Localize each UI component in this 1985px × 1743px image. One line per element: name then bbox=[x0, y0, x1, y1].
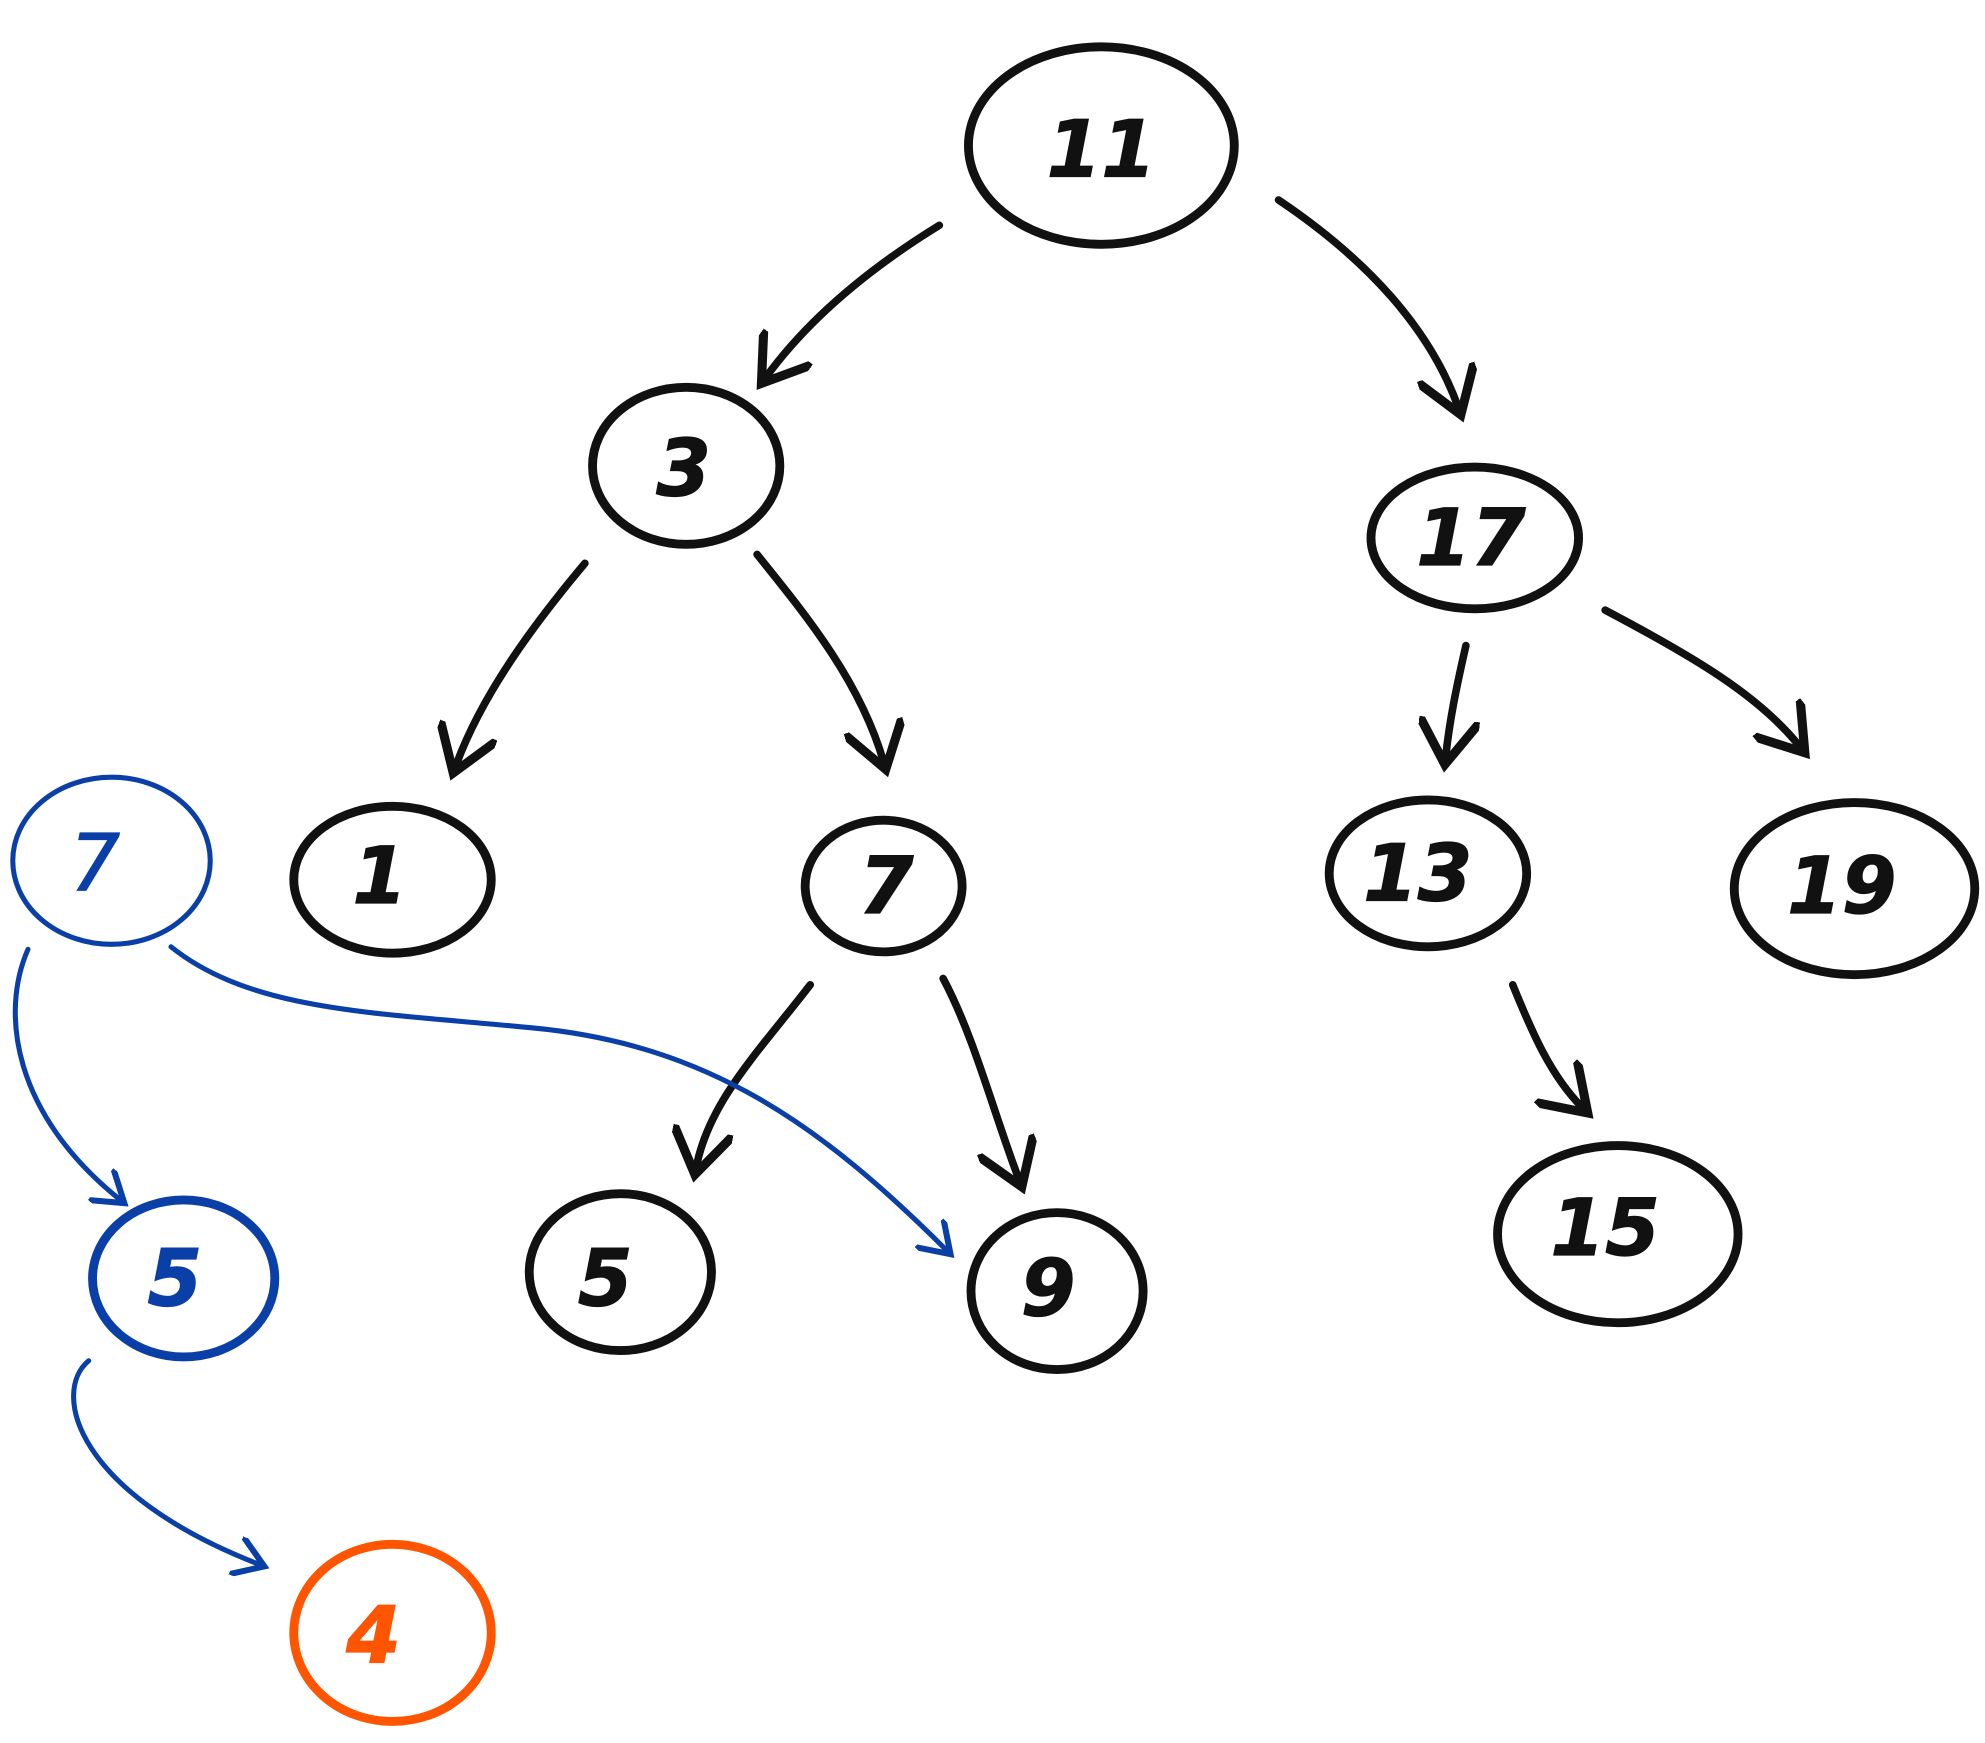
node-17: 17 bbox=[1366, 462, 1583, 614]
node-11: 11 bbox=[964, 42, 1239, 249]
node-1: 1 bbox=[289, 801, 496, 958]
edge-3-1 bbox=[456, 559, 589, 766]
edge-7-5 bbox=[696, 980, 815, 1167]
node-blue-5: 5 bbox=[88, 1195, 280, 1362]
node-label: 15 bbox=[1551, 1182, 1660, 1274]
node-label: 3 bbox=[656, 422, 711, 514]
node-new-4: 4 bbox=[289, 1539, 496, 1726]
edge-11-3 bbox=[766, 221, 944, 377]
node-label: 17 bbox=[1416, 492, 1526, 584]
node-label: 11 bbox=[1047, 103, 1156, 195]
node-15: 15 bbox=[1493, 1141, 1743, 1328]
node-label: 1 bbox=[353, 830, 408, 922]
edge-blue-7-9 bbox=[168, 944, 947, 1251]
edge-7-9 bbox=[939, 974, 1019, 1179]
edge-3-7 bbox=[753, 550, 884, 762]
node-label: 19 bbox=[1787, 840, 1896, 932]
node-13: 13 bbox=[1324, 795, 1532, 952]
edge-13-15 bbox=[1508, 980, 1583, 1108]
node-19: 19 bbox=[1729, 798, 1980, 980]
node-label: 5 bbox=[147, 1232, 202, 1324]
node-label: 13 bbox=[1363, 827, 1472, 919]
node-9: 9 bbox=[966, 1208, 1148, 1375]
edge-blue-7-5 bbox=[12, 946, 120, 1200]
node-5: 5 bbox=[524, 1189, 716, 1356]
node-3: 3 bbox=[588, 382, 785, 549]
edge-17-19 bbox=[1601, 606, 1800, 747]
edge-17-13 bbox=[1446, 641, 1466, 757]
node-blue-7: 7 bbox=[10, 774, 213, 947]
node-label: 4 bbox=[345, 1589, 401, 1681]
node-label: 7 bbox=[70, 817, 120, 909]
node-label: 7 bbox=[859, 840, 914, 932]
node-7: 7 bbox=[800, 815, 967, 957]
edge-11-17 bbox=[1274, 196, 1459, 408]
node-label: 9 bbox=[1021, 1243, 1076, 1335]
edge-blue-5-4 bbox=[71, 1358, 260, 1565]
node-label: 5 bbox=[578, 1232, 633, 1324]
